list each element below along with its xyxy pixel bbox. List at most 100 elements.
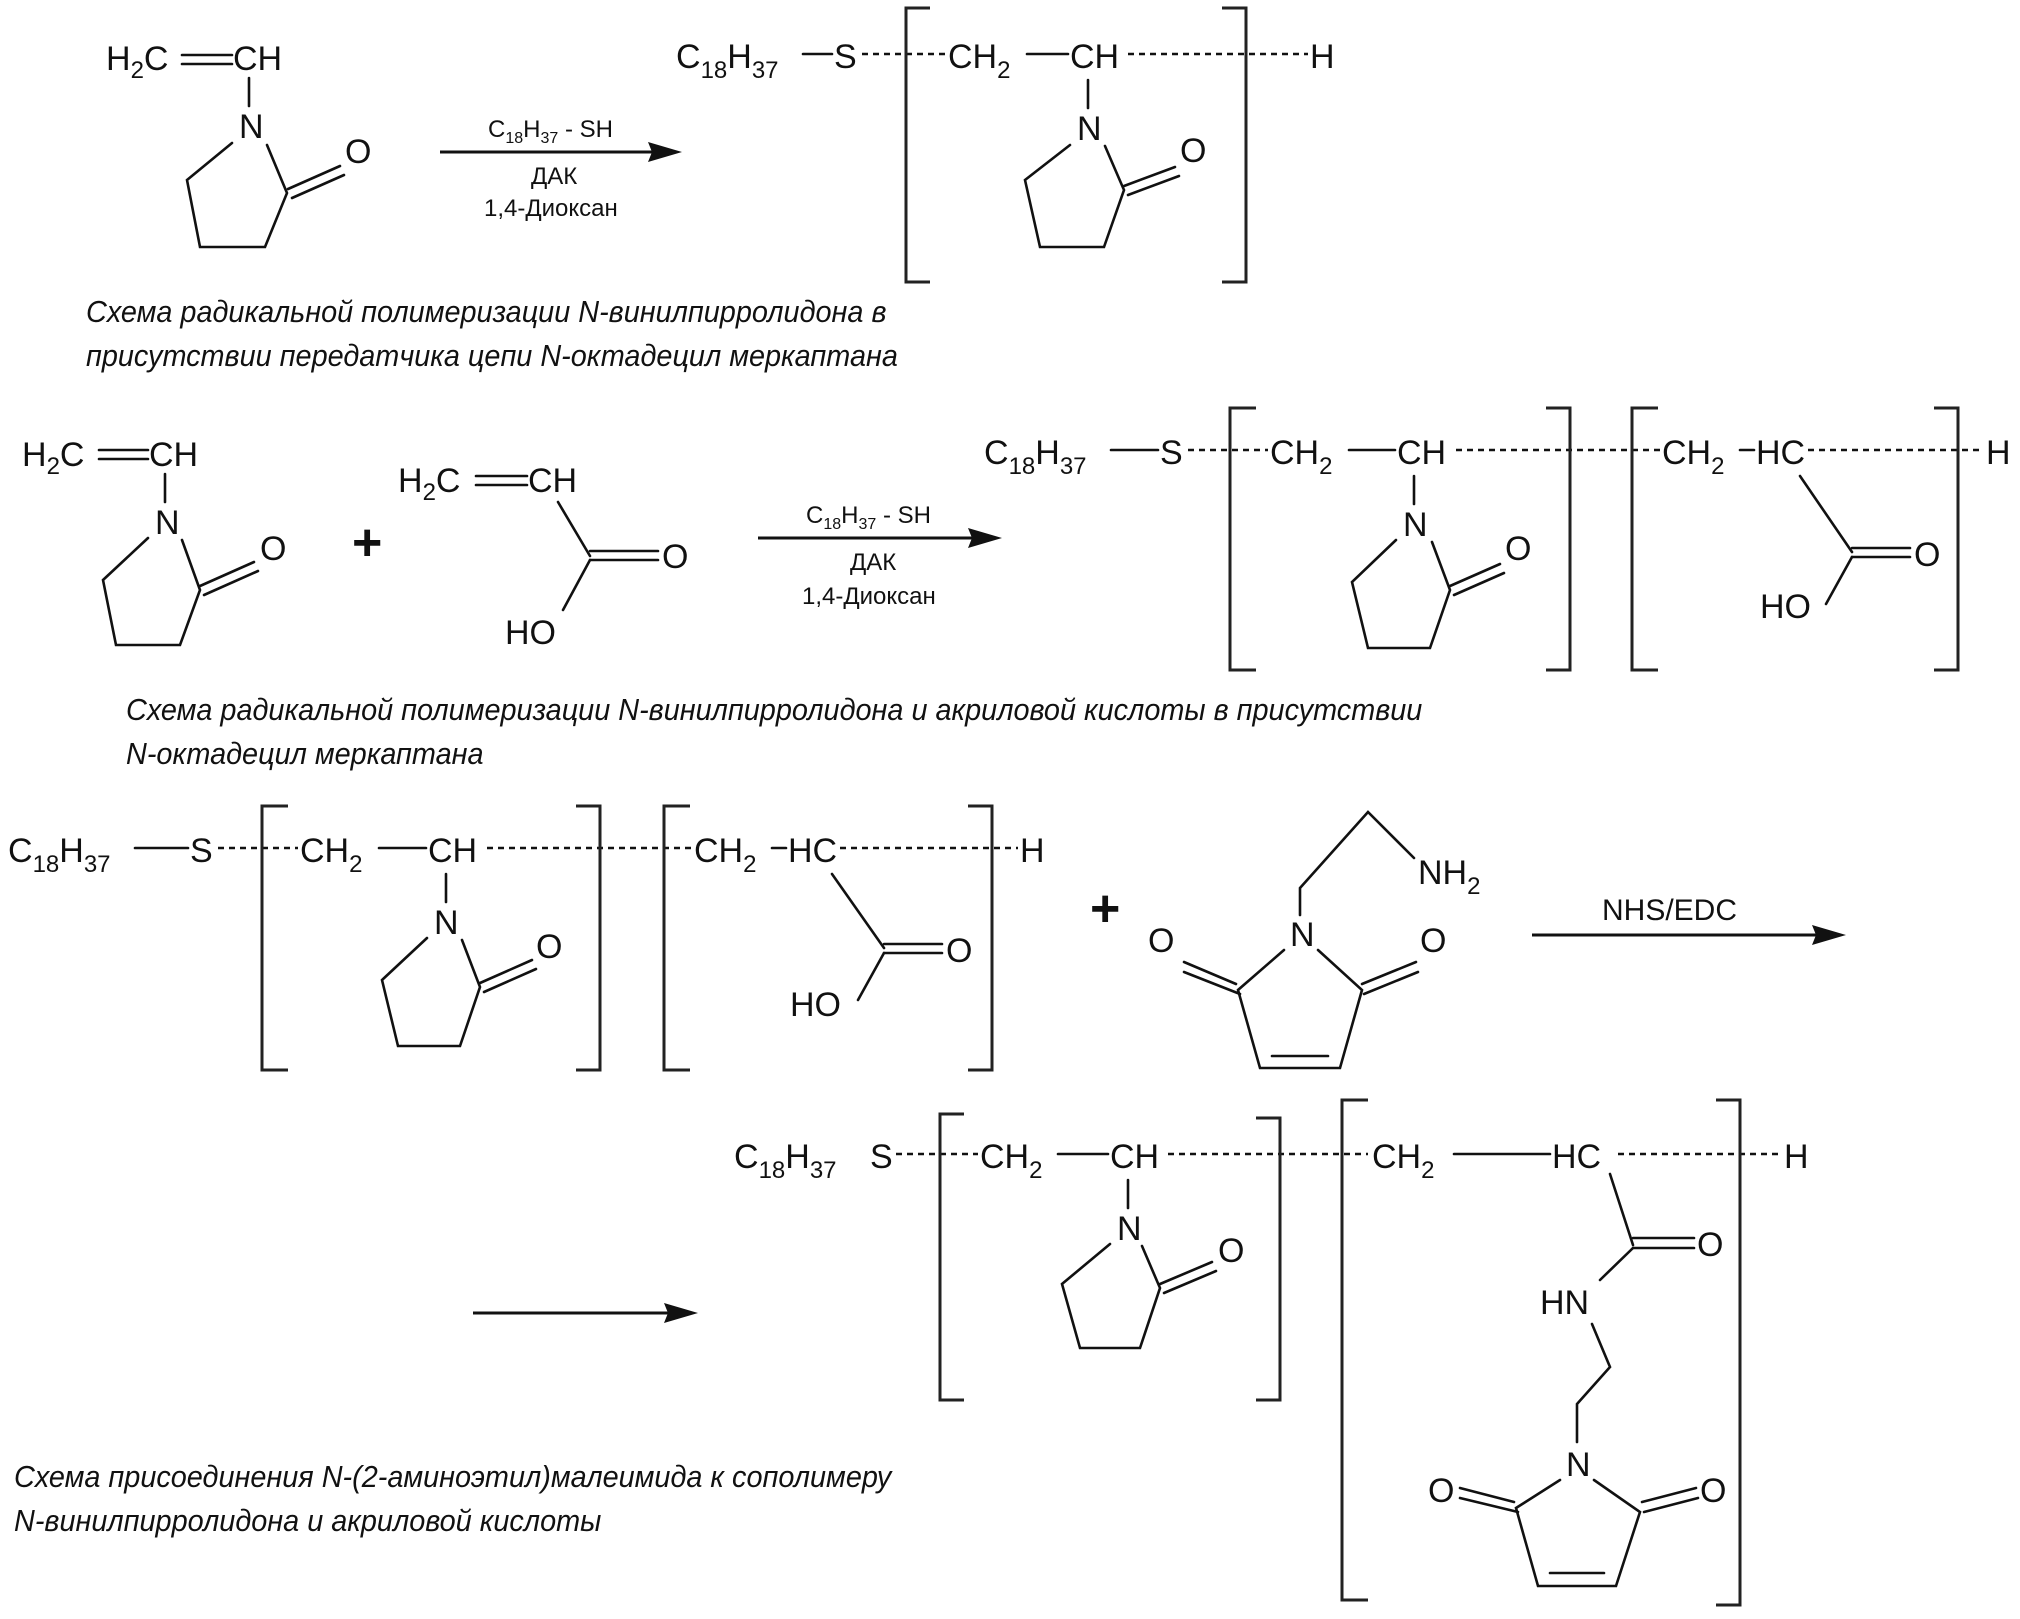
atom-o: O [260,530,286,568]
atom-n: N [1290,916,1315,954]
atom-o-right: O [1700,1472,1726,1510]
pyrrolidone-ring [1060,1242,1162,1350]
atom-ho: HO [505,614,556,652]
atom-hc: HC [1756,434,1805,472]
ethyl-linker [1575,1322,1612,1444]
scheme3-reaction-arrow: NHS/EDC [1532,894,1846,945]
atom-h-end: H [1310,38,1335,76]
bracket-left [904,6,930,284]
atom-o: O [536,928,562,966]
maleimide-ring [1514,1478,1642,1588]
bracket-left-1 [938,1112,964,1402]
plus-sign: + [1090,880,1120,938]
plus-sign: + [352,514,382,572]
solvent-label: 1,4-Диоксан [802,583,936,610]
ethyl-linker [1298,810,1416,917]
scheme1-reaction-arrow: C18H37 - SH ДАК 1,4-Диоксан [440,116,682,222]
bracket-right-2 [1716,1098,1742,1607]
bond [561,558,592,612]
atom-ho: HO [1760,588,1811,626]
atom-o: O [1505,530,1531,568]
atom-h2c: H2C [106,40,168,84]
atom-ch2b: CH2 [1372,1138,1434,1184]
caption-line: Схема присоединения N-(2-аминоэтил)малеи… [14,1459,892,1494]
bracket-right-2 [1934,406,1960,672]
atom-n: N [1117,1210,1142,1248]
atom-ch2: CH2 [300,832,362,878]
reagent-label: C18H37 - SH [488,116,613,147]
atom-ch: CH [1070,38,1119,76]
bond [830,872,886,950]
carbonyl-bond [1448,562,1502,588]
scheme1-monomer-nvp: H2C CH N O [106,40,371,249]
atom-c18h37: C18H37 [676,38,779,84]
pyrrolidone-ring [380,936,482,1048]
caption-line: N-винилпирролидона и акриловой кислоты [14,1503,602,1538]
atom-ch2b: CH2 [1662,434,1724,480]
scheme3-aminoethyl-maleimide: NH2 N O O [1148,810,1480,1070]
bracket-right-1 [576,804,602,1072]
bracket-right-1 [1256,1116,1282,1402]
arrow-head [664,1303,698,1323]
arrow-head [1812,925,1846,945]
bracket-left-2 [1340,1098,1368,1602]
carbonyl-bond [478,958,534,985]
bond [1798,474,1854,554]
atom-h2c: H2C [22,436,84,480]
carbonyl-bond [1182,960,1238,986]
scheme3-continuation-arrow [473,1303,698,1323]
carbonyl-bond [290,173,346,200]
atom-hn: HN [1540,1284,1589,1322]
maleimide-ring [1236,948,1364,1070]
scheme2-reaction-arrow: C18H37 - SH ДАК 1,4-Диоксан [758,502,1002,610]
atom-o2: O [1697,1226,1723,1264]
initiator-label: ДАК [850,549,896,576]
bond [856,951,886,1002]
atom-o-right: O [1420,922,1446,960]
atom-n: N [239,108,264,146]
bracket-left-2 [662,804,690,1072]
bracket-right-2 [968,804,994,1072]
scheme1-product-pvp: C18H37 S CH2 CH H N O [676,6,1335,284]
atom-o: O [662,538,688,576]
bond [556,500,592,558]
atom-hc: HC [788,832,837,870]
atom-o-left: O [1148,922,1174,960]
scheme3-copolymer-reactant: C18H37 S CH2 CH N O CH2 HC H O [8,804,1045,1072]
carbonyl-bond [1126,174,1181,197]
atom-ch2b: CH2 [694,832,756,878]
atom-n2: N [1566,1446,1591,1484]
carbonyl-bond [198,560,256,588]
carbonyl-bond [1642,1496,1700,1514]
initiator-label: ДАК [531,163,577,190]
atom-h-end: H [1986,434,2011,472]
atom-ch: CH [149,436,198,474]
scheme1: H2C CH N O C18H37 - SH ДАК 1,4-Диоксан C… [106,6,1335,284]
carbonyl-bond [1458,1496,1520,1514]
scheme2-monomer-nvp: H2C CH N O [22,436,286,647]
atom-o: O [345,133,371,171]
bracket-right [1222,6,1248,284]
carbonyl-bond [1362,970,1420,996]
atom-hc: HC [1552,1138,1601,1176]
reagent-label: C18H37 - SH [806,502,931,533]
scheme3-product-conjugate: C18H37 S CH2 CH N O CH2 HC H O HN [734,1098,1809,1607]
atom-nh2: NH2 [1418,854,1480,900]
atom-ch: CH [528,462,577,500]
carbonyl-bond [1452,571,1506,597]
pyrrolidone-ring [101,536,202,647]
bracket-right-1 [1546,406,1572,672]
atom-o: O [1180,132,1206,170]
bond [1598,1246,1635,1282]
atom-h-end: H [1784,1138,1809,1176]
carbonyl-bond [1182,970,1242,996]
atom-ch2: CH2 [980,1138,1042,1184]
carbonyl-bond [1458,1486,1516,1504]
atom-n: N [1077,110,1102,148]
carbonyl-bond [482,967,538,994]
atom-o2: O [1914,536,1940,574]
atom-h-end: H [1020,832,1045,870]
pyrrolidone-ring [1350,538,1452,650]
atom-c18h37: C18H37 [734,1138,837,1184]
